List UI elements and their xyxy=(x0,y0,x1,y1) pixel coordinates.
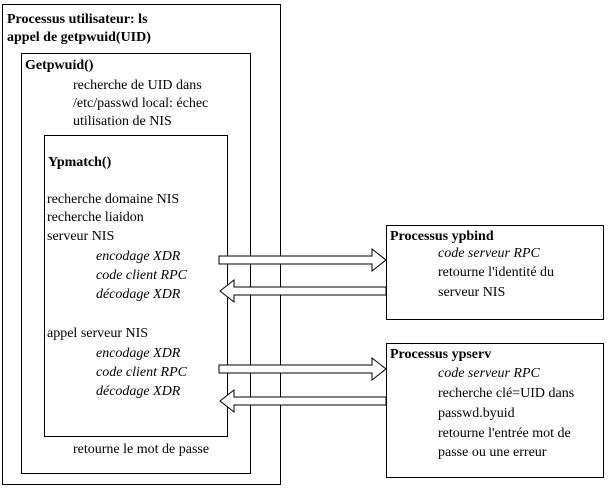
ypmatch-title: Ypmatch() xyxy=(48,155,112,170)
ypserv-title: Processus ypserv xyxy=(390,347,492,362)
getpwuid-line: utilisation de NIS xyxy=(73,114,172,129)
ypbind-line: retourne l'identité du xyxy=(438,265,555,280)
ypserv-box: Processus ypserv code serveur RPC recher… xyxy=(386,343,604,478)
ypmatch-group2-item: décodage XDR xyxy=(96,384,181,399)
ypserv-line: retourne l'entrée mot de xyxy=(438,426,571,441)
ypmatch-group2-item: encodage XDR xyxy=(96,346,181,361)
ypbind-line: serveur NIS xyxy=(438,285,506,300)
ypbind-line-italic: code serveur RPC xyxy=(438,246,540,261)
ypmatch-line: serveur NIS xyxy=(47,229,115,244)
ypmatch-group1-item: code client RPC xyxy=(96,268,187,283)
ypbind-box: Processus ypbind code serveur RPC retour… xyxy=(386,225,604,320)
getpwuid-line: recherche de UID dans xyxy=(73,78,202,93)
ypmatch-call-label: appel serveur NIS xyxy=(47,326,149,341)
getpwuid-footer: retourne le mot de passe xyxy=(73,442,210,457)
ypmatch-line: recherche liaidon xyxy=(47,210,144,225)
getpwuid-title: Getpwuid() xyxy=(25,58,94,73)
ypbind-title: Processus ypbind xyxy=(390,229,494,244)
ypmatch-group2-item: code client RPC xyxy=(96,365,187,380)
ypmatch-group1-item: encodage XDR xyxy=(96,249,181,264)
ypmatch-box: Ypmatch() recherche domaine NIS recherch… xyxy=(44,135,228,437)
ypserv-line: passe ou une erreur xyxy=(438,445,547,460)
ypserv-line: recherche clé=UID dans xyxy=(438,386,575,401)
user-process-title-line2: appel de getpwuid(UID) xyxy=(7,30,151,45)
ypmatch-group1-item: décodage XDR xyxy=(96,287,181,302)
ypserv-line: passwd.byuid xyxy=(438,406,515,421)
getpwuid-line: /etc/passwd local: échec xyxy=(73,96,209,111)
ypmatch-line: recherche domaine NIS xyxy=(47,192,180,207)
ypserv-line-italic: code serveur RPC xyxy=(438,366,540,381)
user-process-title-line1: Processus utilisateur: ls xyxy=(7,12,148,27)
